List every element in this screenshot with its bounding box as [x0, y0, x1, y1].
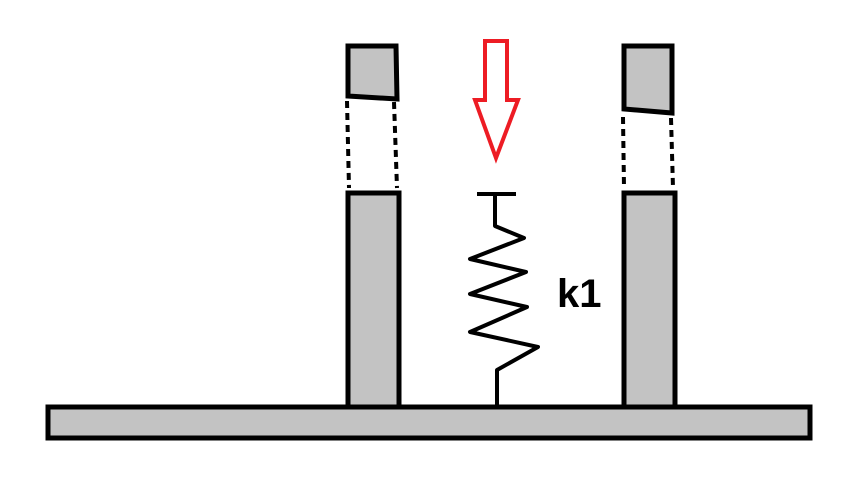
right-post-cap: [621, 43, 675, 116]
left-post-cap: [345, 43, 400, 102]
right-post-dashed-left: [621, 116, 626, 189]
left-post-dashed-left: [345, 100, 351, 189]
left-post: [345, 190, 402, 410]
left-post-dashed-right: [392, 101, 399, 189]
right-post: [621, 190, 678, 410]
force-arrow-icon: [472, 39, 521, 164]
spring-label: k1: [557, 272, 602, 316]
base-plate: [45, 404, 813, 441]
spring-k1: [468, 194, 540, 407]
right-post-dashed-right: [669, 117, 675, 189]
